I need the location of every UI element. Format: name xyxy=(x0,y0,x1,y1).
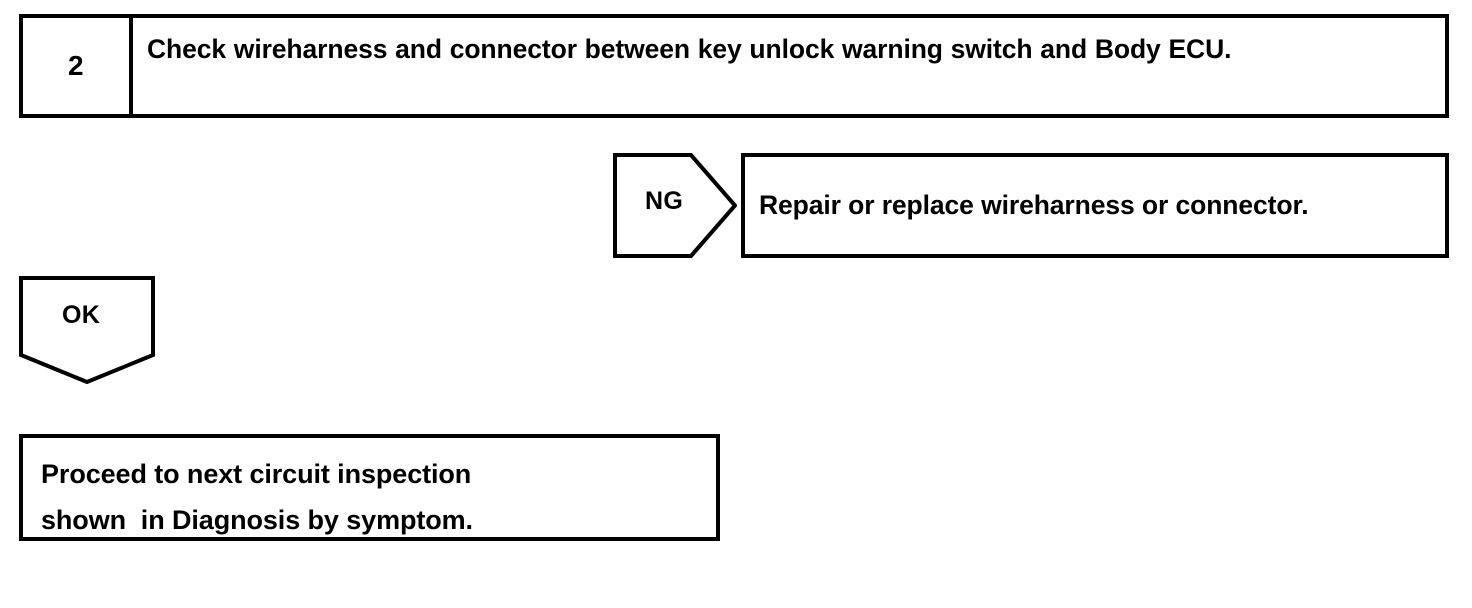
ng-result-box: Repair or replace wireharness or connect… xyxy=(741,153,1449,258)
ok-branch-arrow xyxy=(18,276,156,384)
step-box: 2 Check wireharness and connector betwee… xyxy=(19,14,1449,118)
ng-result-text: Repair or replace wireharness or connect… xyxy=(759,190,1309,221)
step-instruction-text: Check wireharness and connector between … xyxy=(147,34,1232,64)
ng-branch-arrow xyxy=(613,153,737,258)
ok-arrow-shape xyxy=(19,276,155,384)
step-number-cell: 2 xyxy=(23,18,133,114)
ok-result-text-line-2: shown in Diagnosis by symptom. xyxy=(41,505,473,536)
ng-branch-label: NG xyxy=(645,187,684,215)
step-number: 2 xyxy=(67,50,85,81)
ng-arrow-shape xyxy=(613,153,737,258)
ok-branch-label: OK xyxy=(62,301,101,329)
step-instruction-cell: Check wireharness and connector between … xyxy=(133,18,1445,114)
ok-result-box: Proceed to next circuit inspection shown… xyxy=(19,434,720,541)
ok-result-text-line-1: Proceed to next circuit inspection xyxy=(41,459,472,489)
